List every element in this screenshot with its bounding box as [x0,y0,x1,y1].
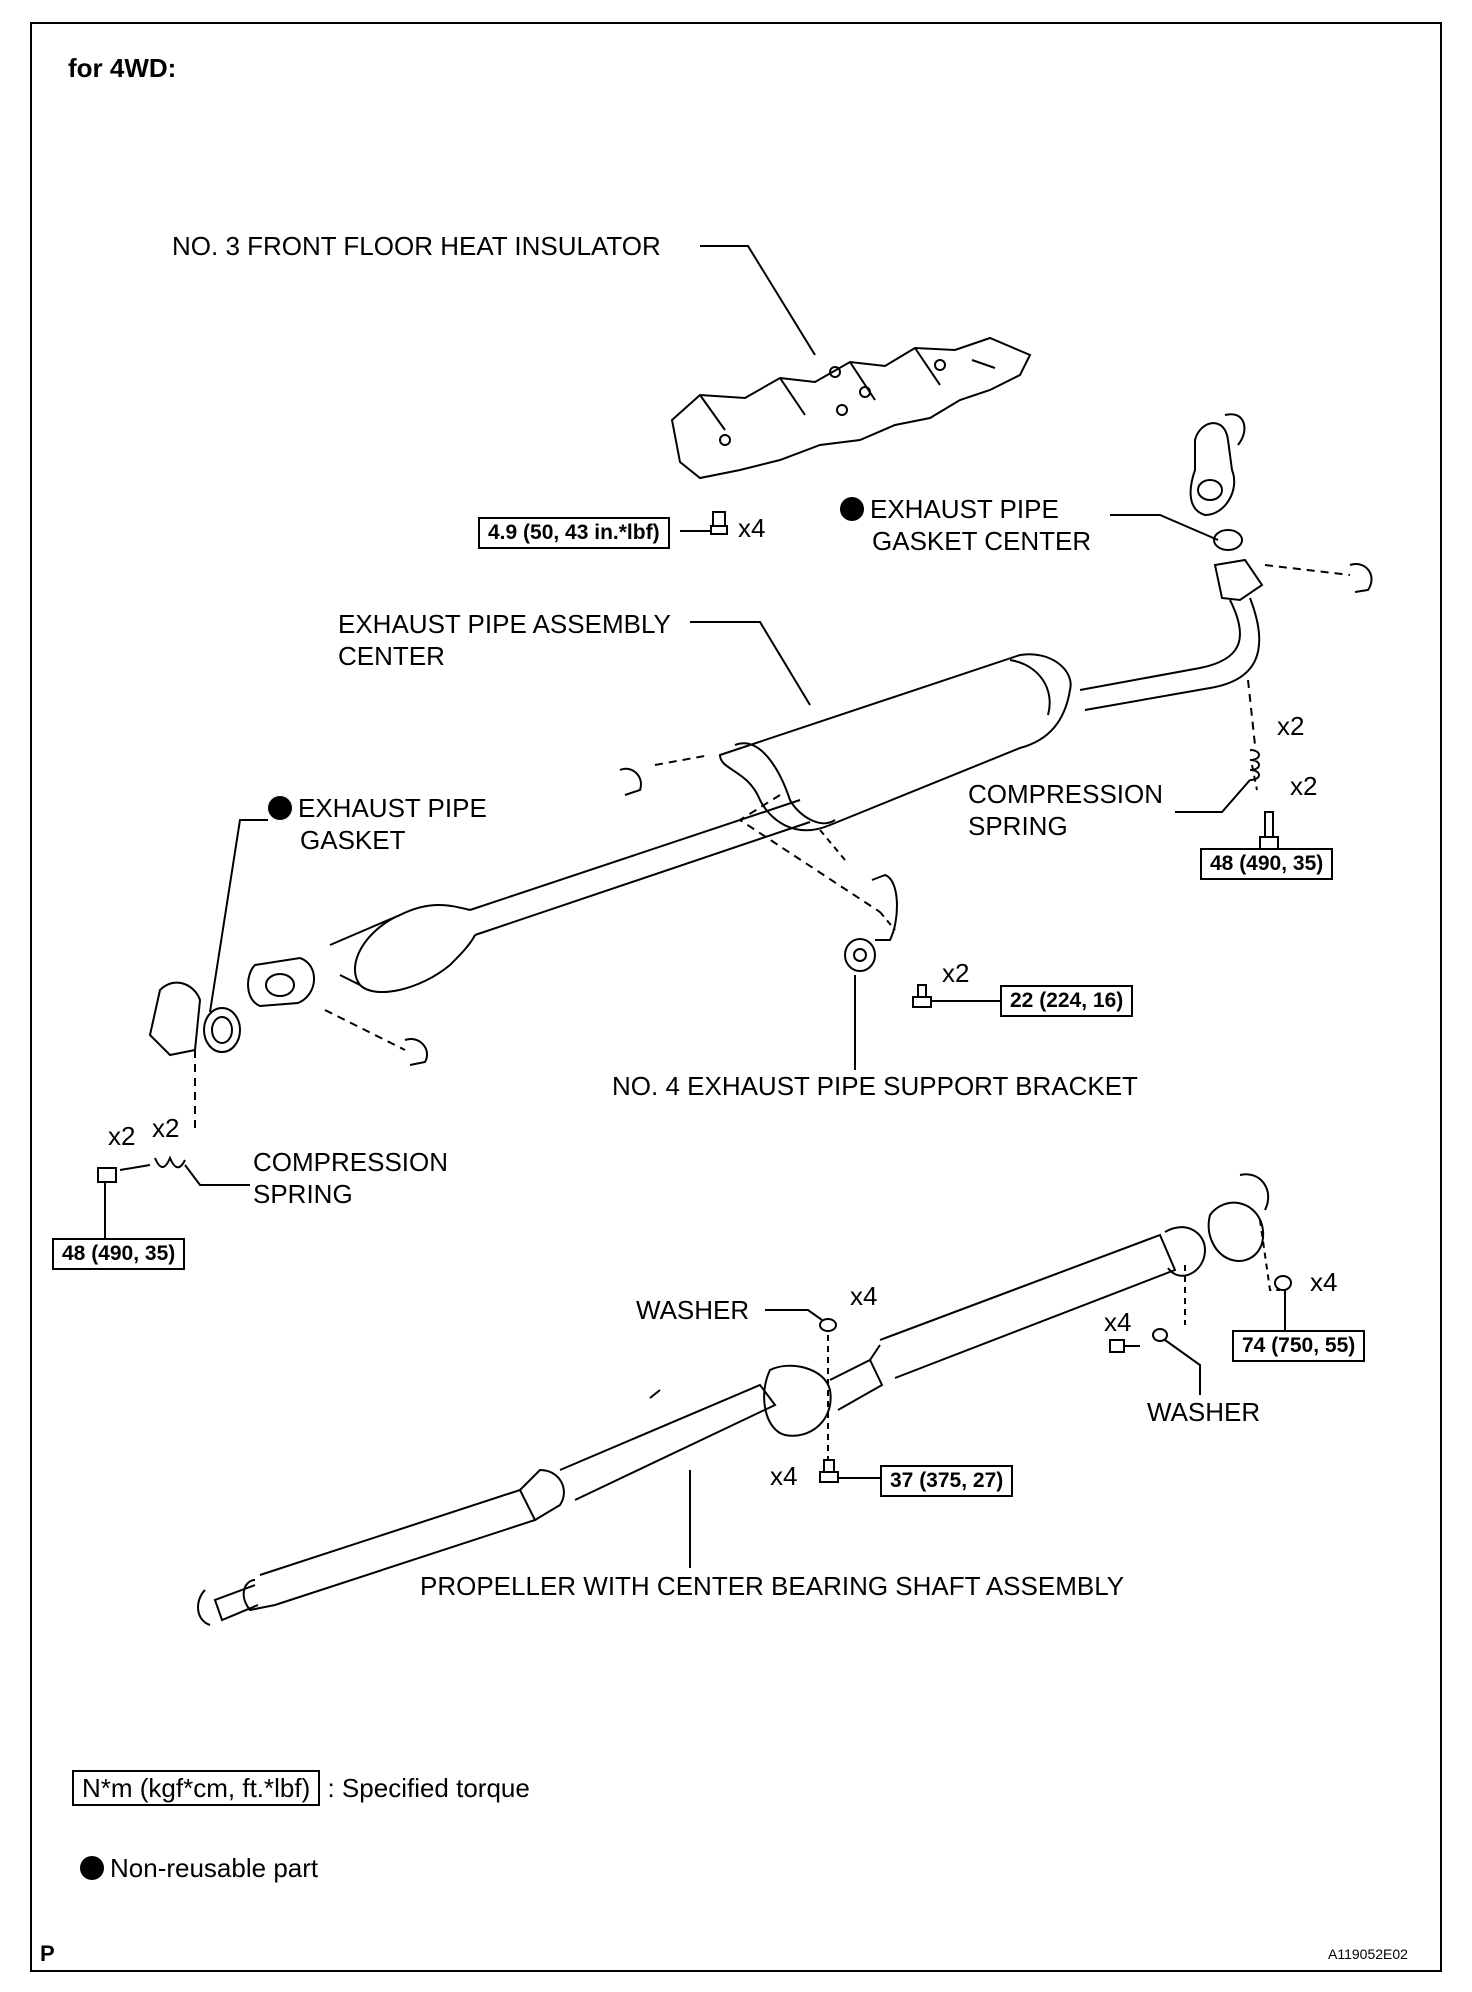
exhaust-pipe-assembly-shape [247,597,1261,1008]
label-pipe-assembly-line1: EXHAUST PIPE ASSEMBLY [338,609,671,639]
washer-right-shape [1152,1328,1168,1342]
label-exhaust-pipe-gasket-line1: EXHAUST PIPE [298,793,487,823]
legend-torque-box: N*m (kgf*cm, ft.*lbf) [72,1770,321,1806]
left-hanger-mount [148,981,202,1057]
torque-center-bearing: 37 (375, 27) [880,1465,1014,1497]
legend-torque: N*m (kgf*cm, ft.*lbf) : Specified torque [72,1770,530,1806]
footer-figure-code: A119052E02 [1328,1946,1408,1962]
qty-spring-right: x2 [1277,711,1305,741]
qty-center-bearing: x4 [770,1461,798,1491]
label-gasket-center-line2: GASKET CENTER [872,526,1092,556]
label-support-bracket: NO. 4 EXHAUST PIPE SUPPORT BRACKET [612,1071,1138,1101]
qty-bolt-mid: x4 [1104,1307,1132,1337]
rear-diff-flange [1207,1201,1265,1262]
exhaust-manifold-shape [1189,413,1246,517]
support-bracket-shape [844,873,898,972]
label-exhaust-pipe-gasket: EXHAUST PIPE [268,792,487,824]
label-exhaust-pipe-gasket-line2: GASKET [300,825,406,855]
label-gasket-center-line1: EXHAUST PIPE [870,494,1059,524]
torque-hanger-left: 48 (490, 35) [52,1238,186,1270]
torque-insulator: 4.9 (50, 43 in.*lbf) [478,517,670,549]
left-spring [154,1155,186,1169]
torque-rear-flange: 74 (750, 55) [1232,1330,1366,1362]
qty-washer-left: x4 [850,1281,878,1311]
label-propeller-shaft: PROPELLER WITH CENTER BEARING SHAFT ASSE… [420,1571,1125,1601]
exhaust-pipe-gasket-leader [209,819,268,1013]
footer-corner-mark: P [40,1941,55,1966]
label-gasket-center: EXHAUST PIPE [840,493,1059,525]
torque-hanger-right: 48 (490, 35) [1200,848,1334,880]
label-spring-left-line1: COMPRESSION [253,1147,449,1177]
label-washer-left: WASHER [636,1295,750,1325]
top-flange [1213,558,1264,602]
label-pipe-assembly-line2: CENTER [338,641,445,671]
label-heat-insulator: NO. 3 FRONT FLOOR HEAT INSULATOR [172,231,661,261]
non-reusable-dot-icon [840,497,864,521]
label-spring-right-line1: COMPRESSION [968,779,1164,809]
rear-flange-nut [1274,1275,1292,1291]
washer-left-shape [819,1318,837,1332]
diagram-frame [30,22,1442,1972]
page-title: for 4WD: [68,53,177,83]
qty-bracket: x2 [942,958,970,988]
label-washer-right: WASHER [1147,1397,1261,1427]
torque-bracket: 22 (224, 16) [1000,985,1134,1017]
legend-nonreusable-text: Non-reusable part [110,1853,319,1883]
heat-insulator-shape [670,336,1032,480]
gasket-center-leader [1110,514,1219,541]
label-spring-left-line2: SPRING [253,1179,353,1209]
propeller-shaft-shape [197,1226,1207,1626]
non-reusable-dot-icon [268,796,292,820]
insulator-bolt [680,511,728,535]
heat-insulator-leader [700,245,816,356]
gasket-center-ring [1213,529,1243,551]
legend-nonreusable: Non-reusable part [80,1852,318,1884]
qty-bolt-left: x2 [108,1121,136,1151]
qty-insulator: x4 [738,513,766,543]
exhaust-pipe-gasket-ring [203,1007,241,1053]
legend-torque-text: : Specified torque [327,1773,530,1803]
qty-spring-left: x2 [152,1113,180,1143]
non-reusable-dot-icon [80,1856,104,1880]
label-spring-right-line2: SPRING [968,811,1068,841]
right-spring [1249,749,1260,781]
qty-rear-flange: x4 [1310,1267,1338,1297]
qty-bolt-right: x2 [1290,771,1318,801]
